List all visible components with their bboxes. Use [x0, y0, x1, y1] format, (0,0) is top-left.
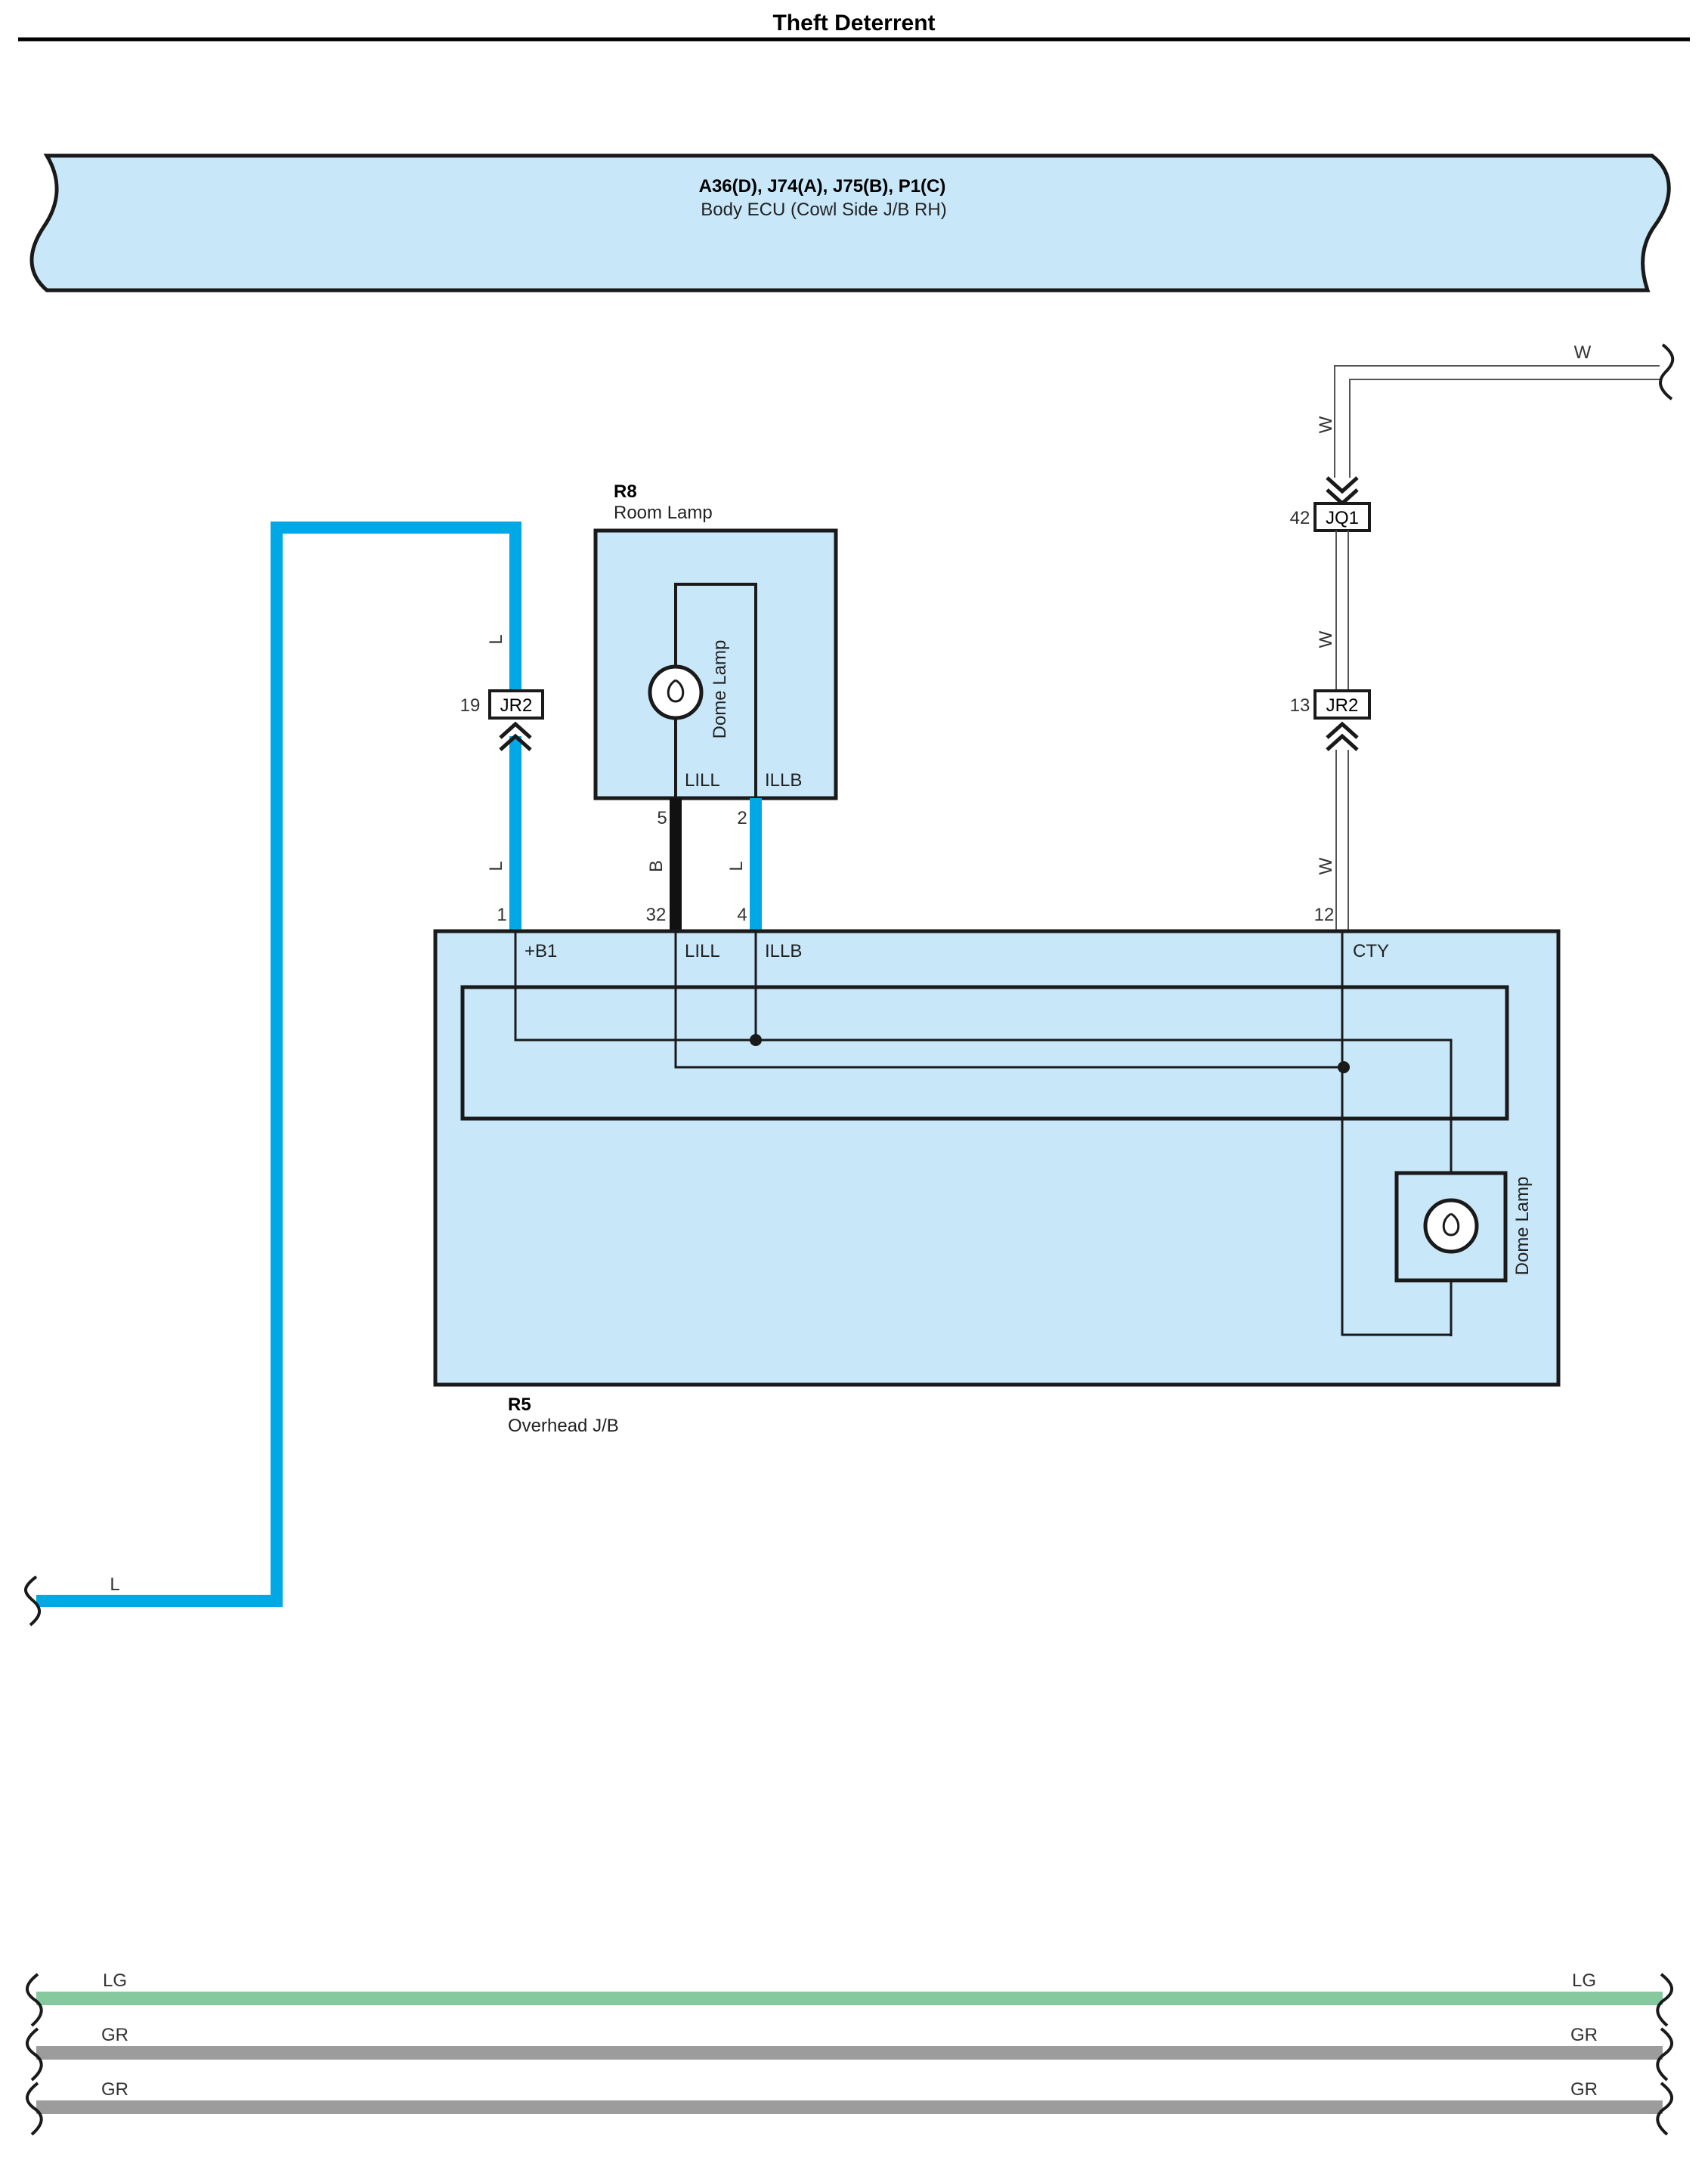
bulb-icon	[1423, 1198, 1479, 1254]
wire-color-b: B	[646, 860, 667, 872]
junction-dot	[1338, 1061, 1350, 1073]
overhead-jb-pin-1: 1	[497, 905, 506, 925]
wire-color-l-mid: L	[486, 861, 506, 871]
room-lamp-pin-5: 5	[657, 808, 667, 828]
overhead-jb-terminal-b1: +B1	[524, 941, 557, 961]
connector-pin: 19	[460, 695, 481, 716]
overhead-jb-inner-module	[460, 985, 1509, 1121]
connector-jr2-19	[488, 689, 544, 720]
wire-color-l-bottom: L	[110, 1574, 119, 1595]
room-lamp-code: R8	[614, 481, 637, 502]
bottom-wires: LG LG GR GR GR GR	[26, 1970, 1673, 2136]
room-lamp-pin-2: 2	[737, 808, 747, 828]
wire-color-w-top-h: W	[1574, 342, 1592, 363]
overhead-dome-lamp-label: Dome Lamp	[1512, 1177, 1533, 1276]
wire-w-inner	[1349, 379, 1660, 478]
wire-l-feed	[36, 522, 521, 1607]
body-ecu-name: Body ECU (Cowl Side J/B RH)	[701, 200, 946, 220]
connector-jr2-13	[1313, 689, 1371, 720]
wire-color-l-top: L	[486, 634, 506, 644]
room-lamp-box	[593, 528, 838, 800]
wire-label-left: LG	[103, 1970, 127, 1991]
bulb-icon	[648, 664, 704, 720]
circuit-lill	[674, 931, 1344, 1069]
connector-label: JR2	[1326, 695, 1359, 716]
bulb-filament	[1442, 1212, 1460, 1237]
overhead-jb-code: R5	[508, 1394, 531, 1415]
break-mark-left-l	[24, 1575, 42, 1627]
break-mark-right-w	[1659, 343, 1675, 401]
wire-label-left: GR	[101, 2025, 128, 2045]
overhead-jb-terminal-cty: CTY	[1353, 941, 1389, 961]
wire-label-right: GR	[1570, 2025, 1598, 2045]
room-lamp-dome-label: Dome Lamp	[710, 640, 730, 739]
room-lamp-name: Room Lamp	[614, 503, 713, 523]
break-mark-left	[26, 1973, 43, 2136]
wire-label-right: LG	[1572, 1970, 1596, 1991]
wire-label-right: GR	[1570, 2079, 1598, 2100]
junction-dot	[750, 1034, 762, 1046]
room-lamp-terminal-illb: ILLB	[765, 770, 802, 791]
overhead-jb-terminal-illb: ILLB	[765, 941, 802, 961]
room-lamp-terminal-lill: LILL	[685, 770, 720, 791]
wire-color-l-mid2: L	[726, 861, 747, 871]
overhead-jb-name: Overhead J/B	[508, 1416, 619, 1436]
page-title: Theft Deterrent	[772, 11, 935, 36]
wire-color-w-low: W	[1316, 857, 1336, 874]
overhead-jb-pin-32: 32	[646, 905, 667, 925]
overhead-jb-terminal-lill: LILL	[685, 941, 720, 961]
connector-jq1-42	[1313, 502, 1371, 532]
connector-chevron	[499, 721, 532, 751]
connector-chevron-jr2	[1326, 721, 1359, 751]
connector-pin: 42	[1290, 508, 1310, 528]
overhead-jb-pin-12: 12	[1314, 905, 1335, 925]
connector-pin: 13	[1290, 695, 1310, 716]
break-mark-right	[1656, 1973, 1673, 2136]
wire-label-left: GR	[101, 2079, 128, 2100]
wire-color-w-top-v: W	[1316, 416, 1336, 433]
connector-chevron-jq1	[1326, 476, 1359, 506]
wire-w-outer	[1334, 365, 1660, 478]
overhead-jb-pin-4: 4	[737, 905, 747, 925]
connector-label: JQ1	[1326, 508, 1359, 528]
connector-label: JR2	[500, 695, 533, 716]
bulb-filament	[667, 679, 685, 703]
wire-color-w-mid: W	[1316, 630, 1336, 648]
body-ecu-box	[29, 153, 1671, 293]
body-ecu-codes: A36(D), J74(A), J75(B), P1(C)	[699, 176, 946, 197]
